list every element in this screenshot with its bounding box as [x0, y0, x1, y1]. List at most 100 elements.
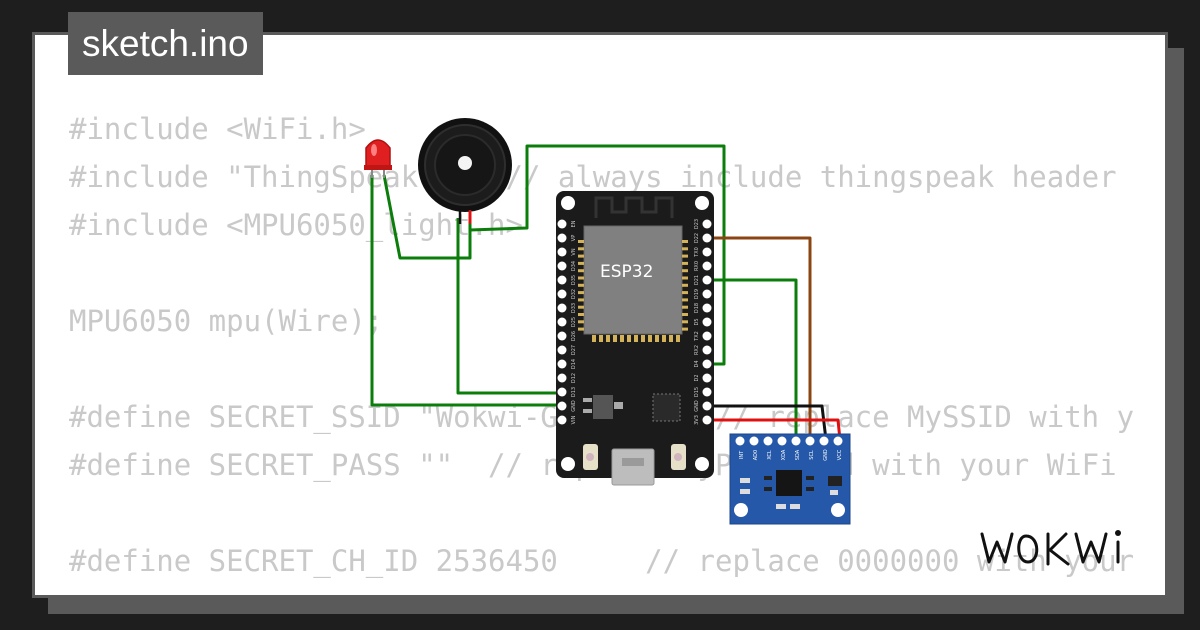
module-pin: [662, 335, 666, 342]
mpu-pin-label: XCL: [767, 450, 773, 460]
pin-label: D27: [571, 345, 577, 355]
module-pin: [627, 335, 631, 342]
wires: [370, 144, 842, 441]
header-pin: [557, 317, 567, 327]
voltage-regulator: [593, 395, 613, 419]
module-pin: [634, 335, 638, 342]
pin-label: TX0: [694, 247, 700, 258]
module-pin: [682, 269, 688, 273]
pin-label: TX2: [694, 331, 700, 342]
module-pin: [682, 320, 688, 324]
header-pin: [702, 247, 712, 257]
header-pin: [557, 261, 567, 271]
module-pin: [578, 327, 584, 331]
wire-scl-d22: [708, 236, 812, 440]
esp32-board: ESP32 ENVPVND34D35D32D33D25D26D27D14D12D…: [556, 191, 714, 486]
header-pin: [702, 275, 712, 285]
header-pins-left: [557, 219, 567, 425]
module-pin: [578, 276, 584, 280]
module-pin: [613, 335, 617, 342]
mpu-pin-label: INT: [739, 450, 745, 459]
module-pin: [578, 254, 584, 258]
module-pin: [682, 247, 688, 251]
module-pin: [578, 240, 584, 243]
mpu-pin-label: AD0: [753, 450, 759, 460]
wire-buzzer-d4: [469, 144, 726, 366]
module-pin: [578, 283, 584, 287]
header-pin: [702, 261, 712, 271]
module-pin: [578, 291, 584, 295]
header-pin: [557, 387, 567, 397]
mpu-pin-label: VCC: [837, 449, 843, 460]
module-pin: [599, 335, 603, 342]
header-pin: [557, 275, 567, 285]
wokwi-logo[interactable]: [978, 522, 1150, 570]
module-pin: [620, 335, 624, 342]
pin-label: D4: [694, 360, 700, 367]
module-pin: [682, 313, 688, 316]
pin-label: D19: [694, 289, 700, 299]
mpu-pin-label: XDA: [781, 449, 787, 460]
header-pin: [557, 345, 567, 355]
module-pin: [578, 261, 584, 265]
module-pin: [641, 335, 645, 342]
module-pin: [682, 261, 688, 265]
module-pin: [682, 305, 688, 309]
module-pin: [682, 298, 688, 302]
header-pin: [702, 373, 712, 383]
pin-label: D15: [694, 387, 700, 397]
header-pin: [557, 359, 567, 369]
header-pin: [557, 219, 567, 229]
pin-label: D14: [571, 359, 577, 369]
pin-label: GND: [694, 400, 700, 412]
pin-label: D13: [571, 387, 577, 397]
mpu-pin: [833, 436, 843, 446]
header-pin: [702, 415, 712, 425]
mpu-pin: [749, 436, 759, 446]
usb-port: [611, 448, 655, 486]
file-tab[interactable]: sketch.ino: [68, 12, 263, 75]
mpu-chip: [776, 470, 802, 496]
wire-led-buzzer: [382, 174, 472, 260]
pin-label: VP: [571, 235, 577, 241]
header-pins-right: [702, 219, 712, 425]
mpu-pin: [791, 436, 801, 446]
pin-labels-left: ENVPVND34D35D32D33D25D26D27D14D12D13GNDV…: [571, 220, 577, 424]
header-pin: [557, 415, 567, 425]
pin-label: D34: [571, 261, 577, 271]
mpu-pin: [763, 436, 773, 446]
header-pin: [702, 219, 712, 229]
pin-label: D33: [571, 303, 577, 313]
pin-label: EN: [571, 220, 577, 227]
header-pin: [702, 345, 712, 355]
module-pin: [655, 335, 659, 342]
header-pin: [702, 289, 712, 299]
module-pin: [578, 269, 584, 273]
pin-label: D22: [694, 233, 700, 243]
wire-buzzer-d15: [456, 218, 560, 395]
esp32-label: ESP32: [600, 262, 653, 282]
header-pin: [557, 247, 567, 257]
module-pin: [682, 283, 688, 287]
mpu-pin-label: SCL: [809, 450, 815, 460]
code-line: #define SECRET_WRITE_APIKEY "I2GX0IOV1UB…: [69, 585, 1135, 595]
header-pin: [557, 289, 567, 299]
header-pin: [702, 303, 712, 313]
wire-led-gnd: [370, 175, 560, 407]
pin-label: D12: [571, 373, 577, 383]
mpu-pin: [777, 436, 787, 446]
code-line: #include "ThingSpeak.h" // always includ…: [69, 160, 1135, 194]
header-pin: [702, 317, 712, 327]
pin-label: RX2: [694, 345, 700, 355]
mpu-pin: [819, 436, 829, 446]
mpu-pin: [735, 436, 745, 446]
wire-gnd: [708, 404, 828, 441]
pin-label: D5: [694, 318, 700, 325]
mpu-pin: [805, 436, 815, 446]
code-line: #include <MPU6050_light.h>: [69, 208, 523, 242]
module-pin: [578, 298, 584, 302]
mpu-pin-label: SDA: [795, 449, 801, 460]
wire-vcc: [708, 418, 842, 441]
